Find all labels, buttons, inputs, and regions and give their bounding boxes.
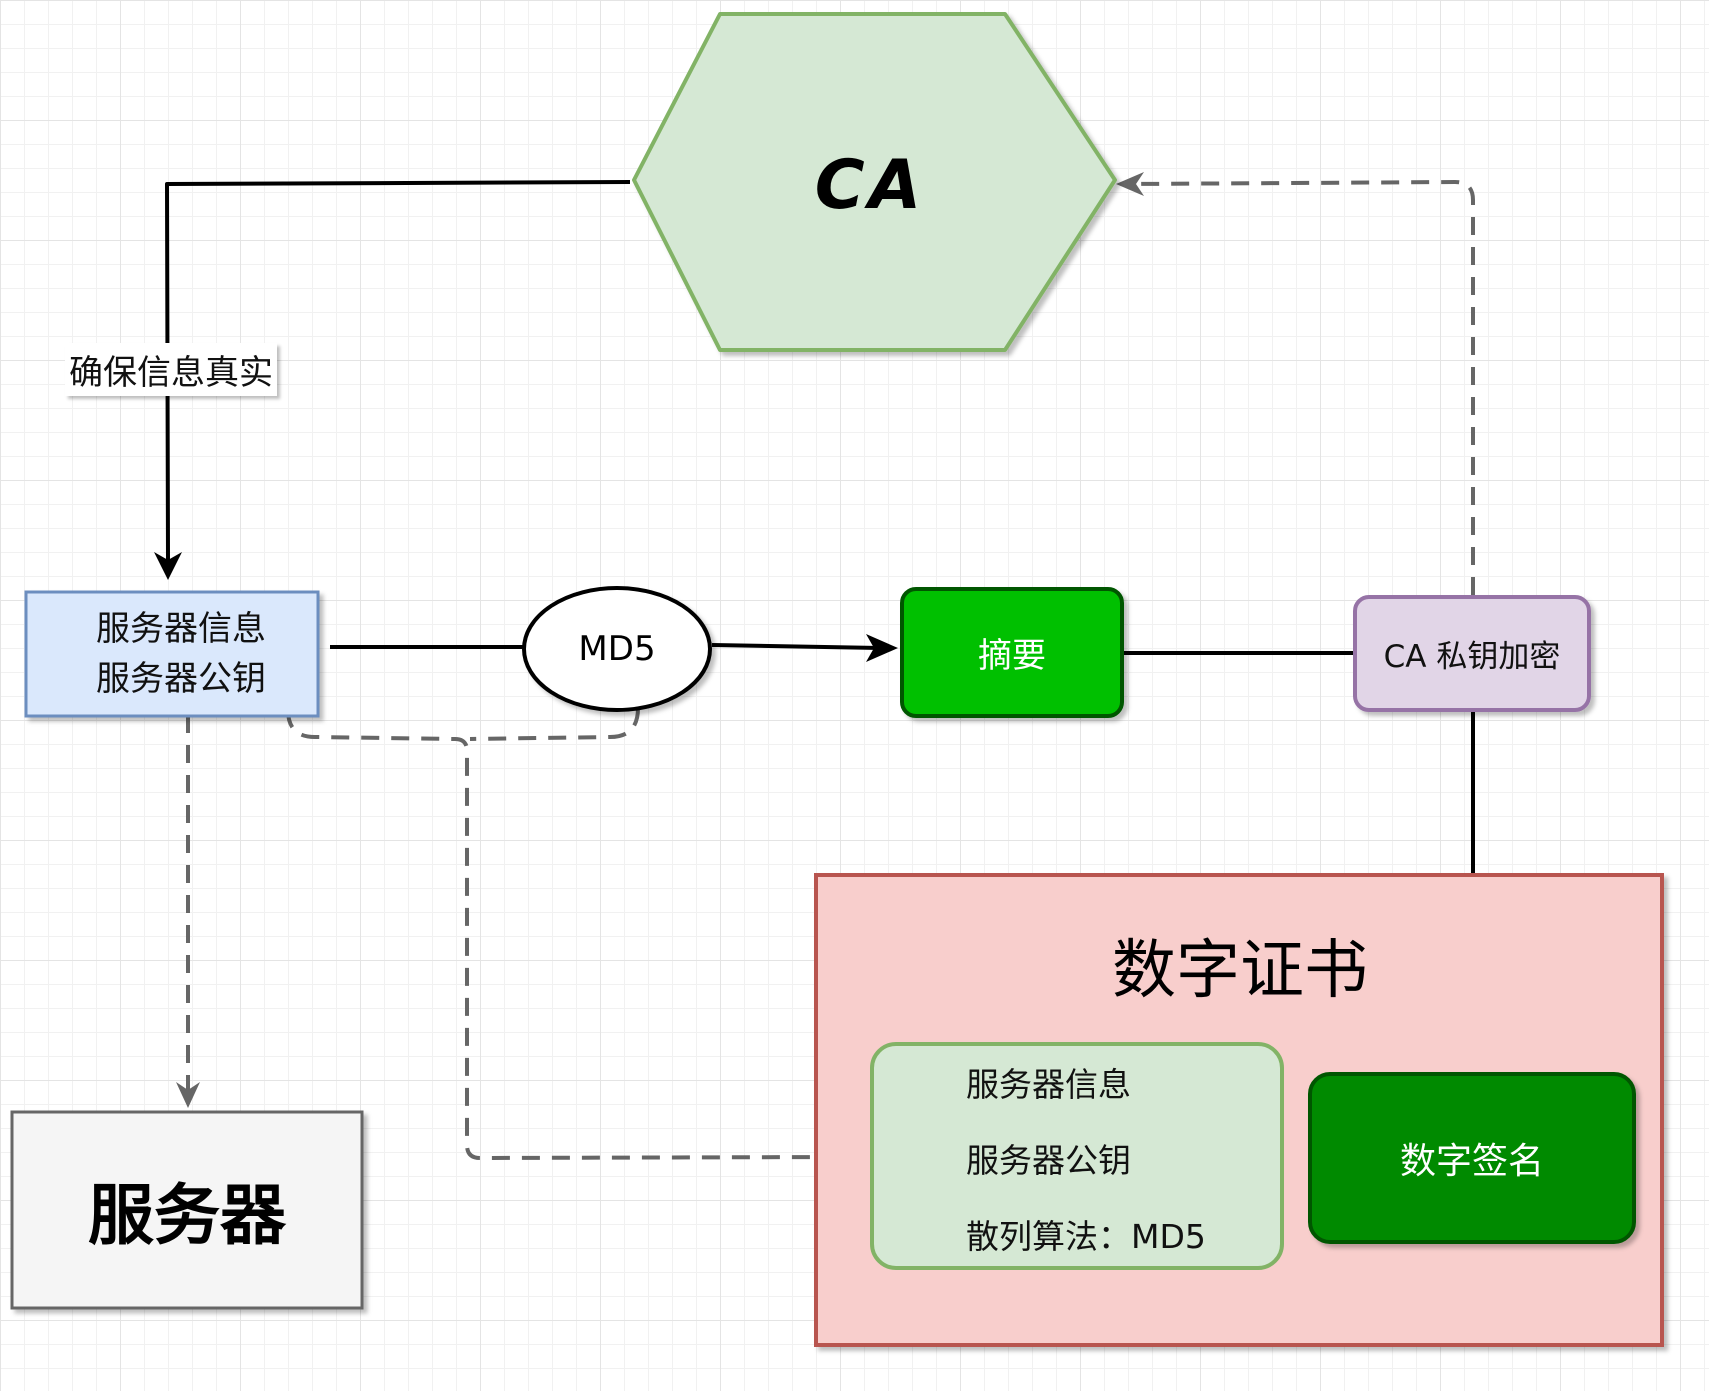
digest-label: 摘要	[978, 636, 1046, 676]
ca-label: CA	[814, 145, 926, 225]
digest-node	[900, 587, 1124, 718]
server-node	[10, 1110, 364, 1310]
ca-to-server-info-label: 确保信息真实	[65, 343, 277, 396]
edge-encrypt-to-ca-dashed	[1116, 172, 1475, 595]
server-info-line1: 服务器信息	[96, 609, 266, 649]
md5-label: MD5	[578, 629, 656, 669]
edge-to-certificate-dashed	[286, 707, 866, 1169]
server-info-text: 服务器信息 服务器公钥	[26, 592, 336, 716]
certificate-content-node	[870, 1042, 1284, 1270]
md5-node	[522, 586, 712, 712]
ca-encrypt-node	[1353, 595, 1591, 712]
certificate-title: 数字证书	[1112, 934, 1368, 1008]
certificate-content-line: 服务器信息	[966, 1065, 1131, 1104]
ca-encrypt-text: CA 私钥加密	[1355, 597, 1589, 710]
signature-label: 数字签名	[1399, 1141, 1544, 1182]
signature-node	[1308, 1072, 1636, 1244]
edge-ca-to-server-info	[154, 180, 631, 580]
ca-label-box: CA	[700, 120, 1040, 250]
certificate-content-line: 服务器公钥	[966, 1141, 1131, 1180]
certificate-content-line: 散列算法：MD5	[966, 1217, 1206, 1256]
edge-info-to-server-dashed	[176, 715, 200, 1108]
certificate-title-box: 数字证书	[1050, 915, 1430, 1015]
ca-encrypt-label: CA 私钥加密	[1383, 639, 1561, 675]
edge-md5-to-digest	[711, 634, 898, 662]
server-label: 服务器	[88, 1177, 286, 1254]
md5-text: MD5	[524, 588, 710, 710]
certificate-content-text: 服务器信息 服务器公钥 散列算法：MD5	[966, 1060, 1266, 1288]
server-info-node	[24, 590, 320, 718]
server-text: 服务器	[12, 1112, 362, 1308]
digest-text: 摘要	[902, 589, 1122, 716]
signature-text: 数字签名	[1310, 1074, 1634, 1242]
server-info-line2: 服务器公钥	[96, 659, 266, 699]
ca-node	[632, 12, 1117, 352]
